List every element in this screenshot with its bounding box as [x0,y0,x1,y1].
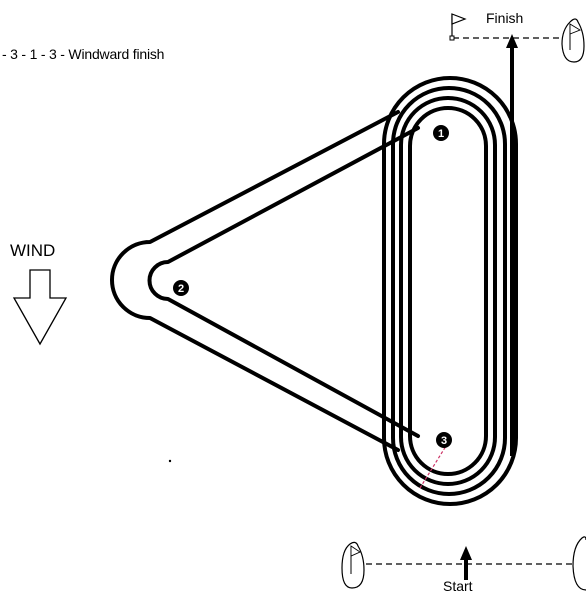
mark-2: 2 [173,280,189,296]
finish-arrow-head [506,34,518,48]
mark-3-label: 3 [441,435,447,447]
finish-label: Finish [486,10,524,26]
start-label: Start [443,578,473,594]
stray-dot [168,459,172,463]
triangle-loop-outer [110,110,400,452]
mark-3: 3 [436,432,452,448]
mark-1: 1 [433,125,449,141]
start-arrow-head [460,546,472,560]
triangle-loop-inner [147,126,420,438]
mark-1-label: 1 [438,128,444,140]
windward-loop-3 [391,86,507,496]
course-title: - 3 - 1 - 3 - Windward finish [2,46,165,62]
mark-2-label: 2 [178,283,184,295]
windward-loop-4 [382,76,518,506]
start-committee-boat-icon [572,536,586,591]
finish-flag-icon [449,13,467,41]
wind-arrow-icon [12,269,68,346]
windward-loop-1 [408,106,488,476]
wind-label: WIND [10,241,56,260]
tack-line [419,445,447,489]
finish-boat-icon [561,18,585,63]
windward-loop-2 [399,96,497,486]
start-pin-boat-icon [341,541,365,589]
